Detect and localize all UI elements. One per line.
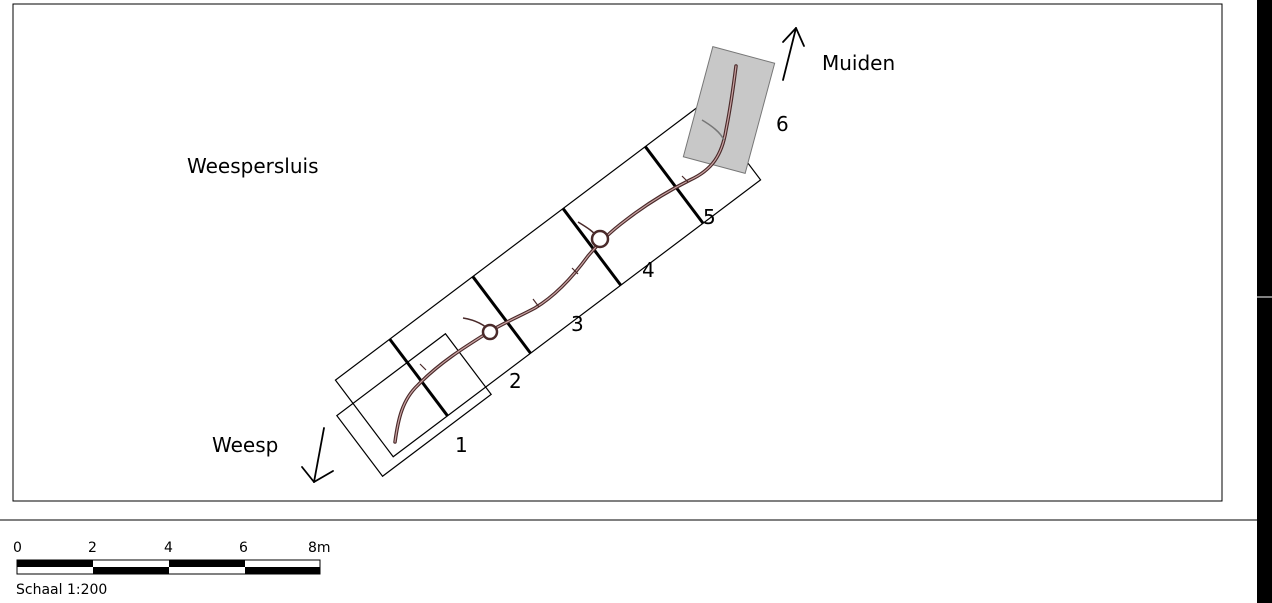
roundabout-lower bbox=[481, 323, 499, 341]
road-outer bbox=[393, 64, 738, 444]
section-label-3: 3 bbox=[571, 312, 584, 336]
section-divider-3-4 bbox=[561, 207, 623, 287]
scale-seg-2 bbox=[93, 567, 169, 574]
section-divider-4-5 bbox=[644, 145, 705, 225]
scale-seg-3 bbox=[169, 560, 245, 567]
road-stub-c bbox=[571, 267, 579, 275]
section-label-6: 6 bbox=[776, 112, 789, 136]
section-label-4: 4 bbox=[642, 258, 655, 282]
place-label-south: Weesp bbox=[212, 433, 278, 457]
road-stub-b bbox=[532, 298, 540, 308]
arrow-north-icon bbox=[782, 27, 805, 81]
roundabout-upper bbox=[590, 229, 610, 249]
scale-caption: Schaal 1:200 bbox=[16, 582, 107, 598]
scale-seg-4 bbox=[245, 567, 320, 574]
section-label-1: 1 bbox=[455, 433, 468, 457]
arrow-south-icon bbox=[301, 427, 334, 483]
right-edge-border bbox=[1257, 0, 1272, 603]
road-stub-d bbox=[681, 175, 689, 183]
map-frame bbox=[12, 3, 1223, 502]
place-label-north: Muiden bbox=[822, 51, 895, 75]
scale-tick-8m: 8m bbox=[308, 540, 331, 556]
road-stub-a bbox=[419, 363, 427, 371]
scale-bar: 0 2 4 6 8m Schaal 1:200 bbox=[13, 540, 331, 598]
section-label-5: 5 bbox=[703, 205, 716, 229]
section-divider-1-2 bbox=[388, 338, 449, 417]
section-1-box bbox=[335, 332, 493, 478]
road-inner bbox=[394, 65, 737, 443]
scale-tick-2: 2 bbox=[88, 540, 97, 556]
scale-tick-0: 0 bbox=[13, 540, 22, 556]
section-label-2: 2 bbox=[509, 369, 522, 393]
scale-tick-6: 6 bbox=[239, 540, 248, 556]
scale-seg-1 bbox=[17, 560, 93, 567]
side-road-north bbox=[701, 119, 725, 141]
place-label-west: Weespersluis bbox=[187, 154, 318, 178]
scale-tick-4: 4 bbox=[164, 540, 173, 556]
section-divider-2-3 bbox=[471, 275, 532, 355]
